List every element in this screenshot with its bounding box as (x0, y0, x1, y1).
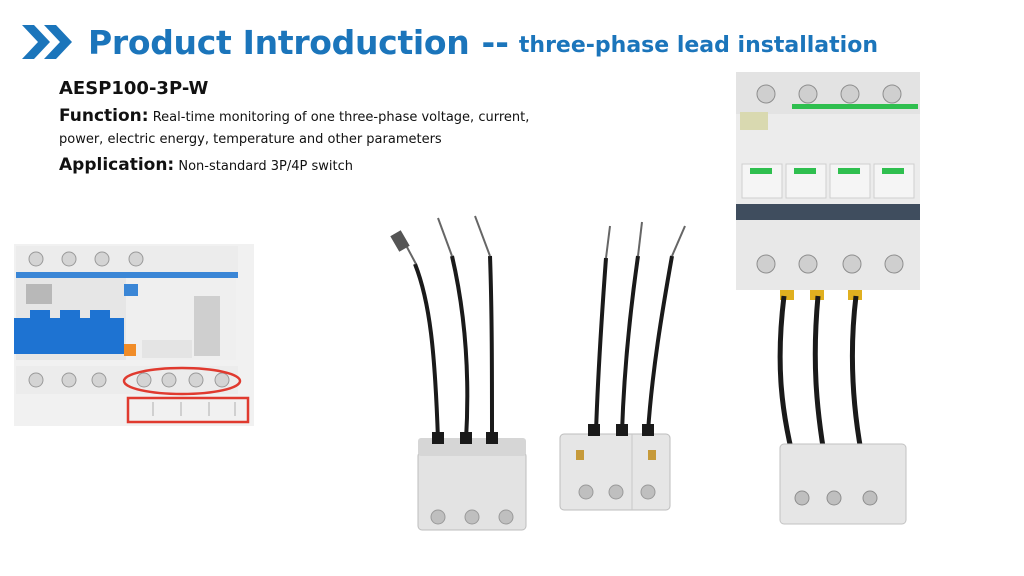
breaker-with-sensor-photo (736, 72, 920, 525)
distribution-panel-photo (14, 244, 254, 426)
product-model: AESP100-3P-W (59, 78, 209, 99)
function-line: Function: Real-time monitoring of one th… (59, 105, 559, 151)
application-label: Application: (59, 155, 175, 175)
sensor-modules-photo (390, 215, 686, 531)
application-text: Non-standard 3P/4P switch (178, 159, 354, 174)
function-text: Real-time monitoring of one three-phase … (59, 110, 530, 147)
double-chevron-right-icon (22, 25, 72, 59)
product-description: AESP100-3P-W Function: Real-time monitor… (59, 78, 559, 178)
application-line: Application: Non-standard 3P/4P switch (59, 154, 559, 178)
page-title: Product Introduction (88, 22, 470, 62)
page-subtitle: three-phase lead installation (518, 32, 878, 58)
title-separator: -- (481, 22, 509, 62)
slide-header: Product Introduction -- three-phase lead… (22, 20, 878, 64)
function-label: Function: (59, 106, 149, 126)
